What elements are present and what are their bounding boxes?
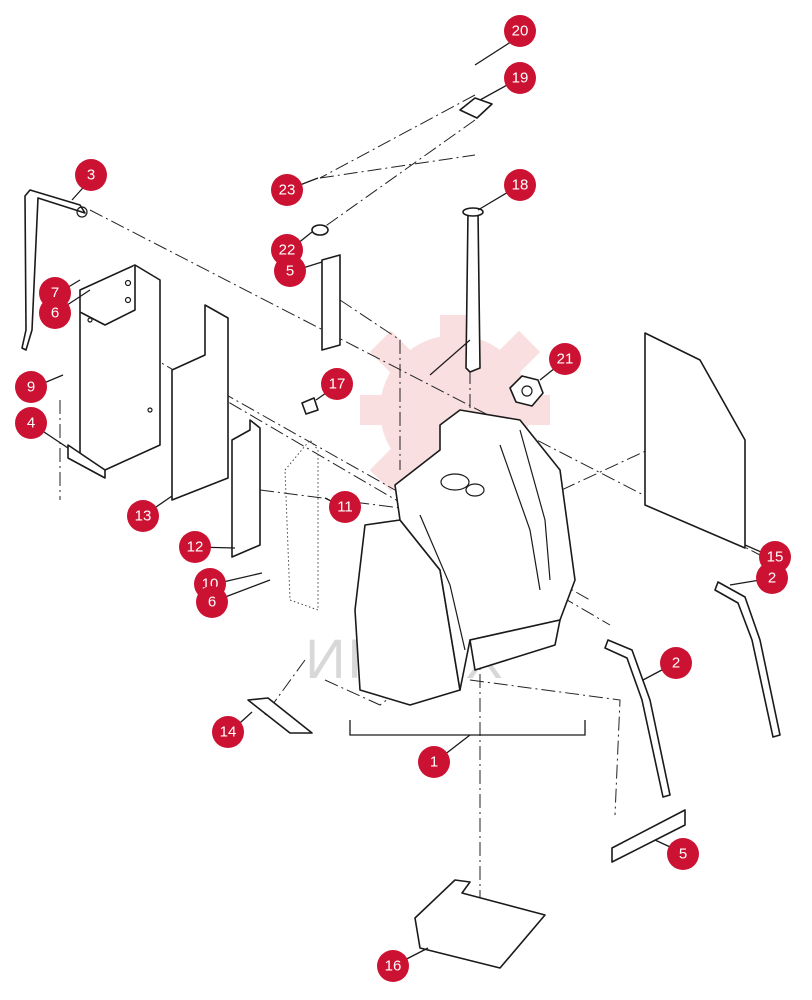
sender-flange xyxy=(459,97,493,119)
svg-text:9: 9 xyxy=(27,379,35,396)
callout-11: 11 xyxy=(329,491,361,523)
callout-23: 23 xyxy=(271,174,303,206)
callout-19: 19 xyxy=(504,62,536,94)
bracket-plate xyxy=(67,264,161,479)
svg-text:3: 3 xyxy=(87,167,95,184)
svg-text:2: 2 xyxy=(672,655,680,672)
svg-text:19: 19 xyxy=(512,70,529,87)
callout-6-upper: 6 xyxy=(39,297,71,329)
callout-1: 1 xyxy=(418,746,450,778)
svg-text:15: 15 xyxy=(767,549,784,566)
svg-text:17: 17 xyxy=(329,376,346,393)
svg-text:5: 5 xyxy=(679,846,687,863)
fuel-tank xyxy=(354,409,576,706)
sealing-ring xyxy=(311,224,329,236)
callout-3: 3 xyxy=(75,159,107,191)
assembly-bracket xyxy=(349,720,586,736)
callout-12: 12 xyxy=(179,531,211,563)
strap-left xyxy=(21,189,88,351)
callouts: 20 19 3 18 23 22 5 7 6 9 4 17 21 11 13 1… xyxy=(15,15,791,982)
callout-4: 4 xyxy=(15,407,47,439)
callout-21: 21 xyxy=(549,343,581,375)
svg-text:12: 12 xyxy=(187,539,204,556)
svg-text:6: 6 xyxy=(51,305,59,322)
side-panel-right xyxy=(644,332,746,549)
callout-13: 13 xyxy=(127,500,159,532)
callout-20: 20 xyxy=(504,15,536,47)
floor-pad xyxy=(414,879,546,969)
callout-17: 17 xyxy=(321,368,353,400)
svg-text:22: 22 xyxy=(279,242,296,259)
svg-text:1: 1 xyxy=(430,754,438,771)
callout-9: 9 xyxy=(15,371,47,403)
spacer-strip-lower xyxy=(611,809,686,863)
svg-text:7: 7 xyxy=(51,285,59,302)
svg-text:11: 11 xyxy=(337,499,353,516)
callout-5-upper: 5 xyxy=(274,255,306,287)
svg-text:23: 23 xyxy=(279,182,296,199)
svg-text:20: 20 xyxy=(512,23,529,40)
svg-text:18: 18 xyxy=(512,177,529,194)
svg-text:16: 16 xyxy=(385,958,402,975)
callout-16: 16 xyxy=(377,950,409,982)
spacer-strip-upper xyxy=(321,254,341,351)
callout-6-lower: 6 xyxy=(196,586,228,618)
svg-text:14: 14 xyxy=(220,724,237,741)
svg-text:13: 13 xyxy=(135,508,152,525)
filler-cap xyxy=(509,375,544,407)
callout-14: 14 xyxy=(212,716,244,748)
svg-text:6: 6 xyxy=(208,594,216,611)
callout-2-right: 2 xyxy=(756,562,788,594)
fuel-sender xyxy=(429,207,484,376)
strap-right-lower xyxy=(604,639,671,798)
svg-text:4: 4 xyxy=(27,415,35,432)
hose-fitting xyxy=(301,397,319,415)
callout-18: 18 xyxy=(504,169,536,201)
svg-text:5: 5 xyxy=(286,263,294,280)
svg-text:21: 21 xyxy=(557,351,574,368)
svg-text:2: 2 xyxy=(768,570,776,587)
callout-2-lower: 2 xyxy=(660,647,692,679)
gasket-sheet xyxy=(284,439,319,611)
side-pad-large xyxy=(171,304,229,501)
wedge-pad xyxy=(247,697,313,734)
callout-5-lower: 5 xyxy=(667,838,699,870)
side-pad-small xyxy=(231,419,261,558)
strap-right-upper xyxy=(714,581,781,738)
